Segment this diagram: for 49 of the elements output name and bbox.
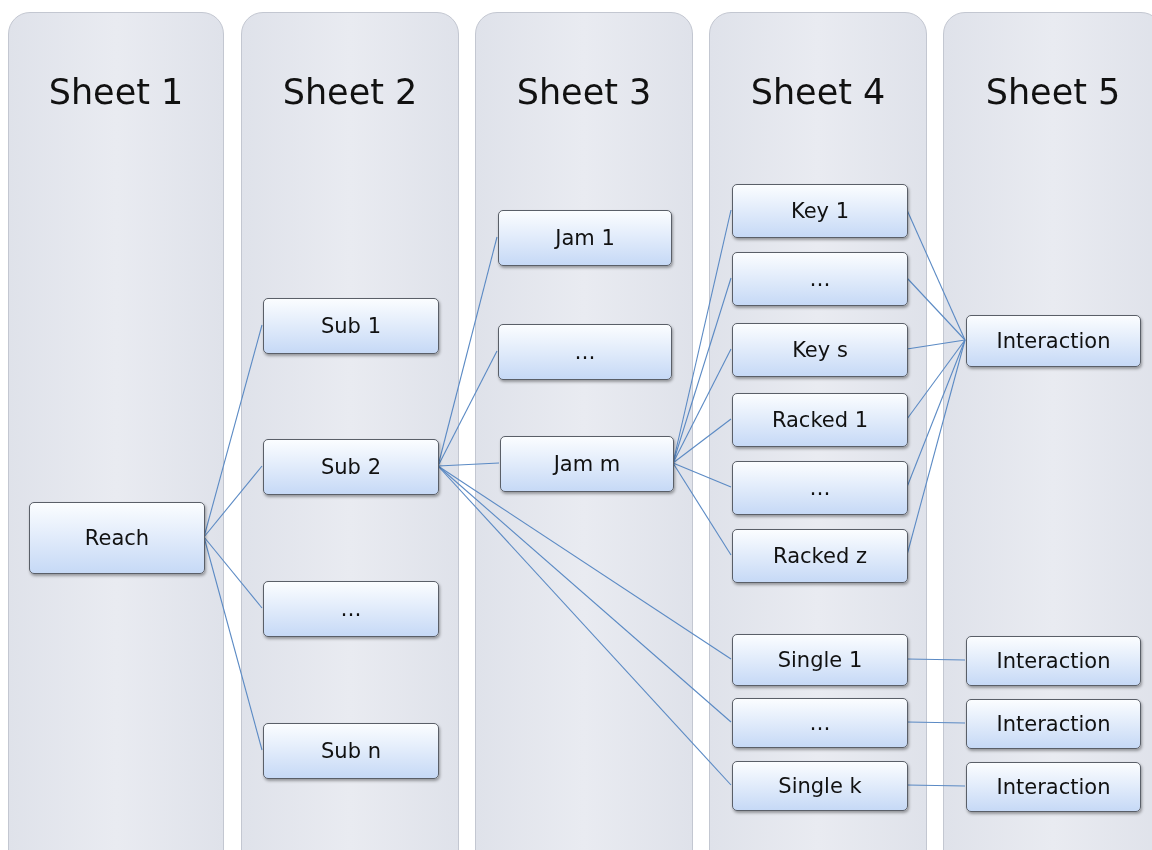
column-band [943,12,1152,850]
process-box: Sub 2 [263,439,439,495]
connector-line [672,348,732,464]
process-box: Jam 1 [498,210,672,266]
connector-line [906,658,966,661]
connector-line [437,465,732,786]
process-box: Single k [732,761,908,811]
connector-line [437,465,732,723]
connector-line [672,418,732,464]
process-box: Racked 1 [732,393,908,447]
connector-line [906,339,966,488]
process-box: Sub n [263,723,439,779]
process-box: Interaction [966,699,1141,749]
column-band [709,12,927,850]
process-box: Key 1 [732,184,908,238]
column-band [241,12,459,850]
process-box: Interaction [966,315,1141,367]
process-box: … [498,324,672,380]
column-heading: Sheet 4 [749,73,887,112]
connector-line [672,462,732,488]
process-box: … [732,252,908,306]
process-box: … [732,698,908,748]
connector-line [906,209,966,341]
column-heading: Sheet 5 [984,73,1122,112]
process-box: Sub 1 [263,298,439,354]
process-box: … [263,581,439,637]
connector-line [906,277,966,341]
process-box: Reach [29,502,205,574]
connector-line [672,462,732,556]
column-heading: Sheet 2 [281,73,419,112]
column-band [475,12,693,850]
column-heading: Sheet 3 [515,73,653,112]
process-box: Single 1 [732,634,908,686]
column-heading: Sheet 1 [47,73,185,112]
connector-line [203,465,263,538]
process-box: … [732,461,908,515]
connector-line [437,462,500,467]
connector-line [203,536,263,609]
process-box: Interaction [966,636,1141,686]
connector-line [906,339,966,350]
connector-line [437,350,498,467]
connector-line [906,784,966,787]
column-band [8,12,224,850]
process-box: Key s [732,323,908,377]
connector-line [906,721,966,724]
process-box: Interaction [966,762,1141,812]
process-box: Jam m [500,436,674,492]
connector-line [906,339,966,420]
process-box: Racked z [732,529,908,583]
